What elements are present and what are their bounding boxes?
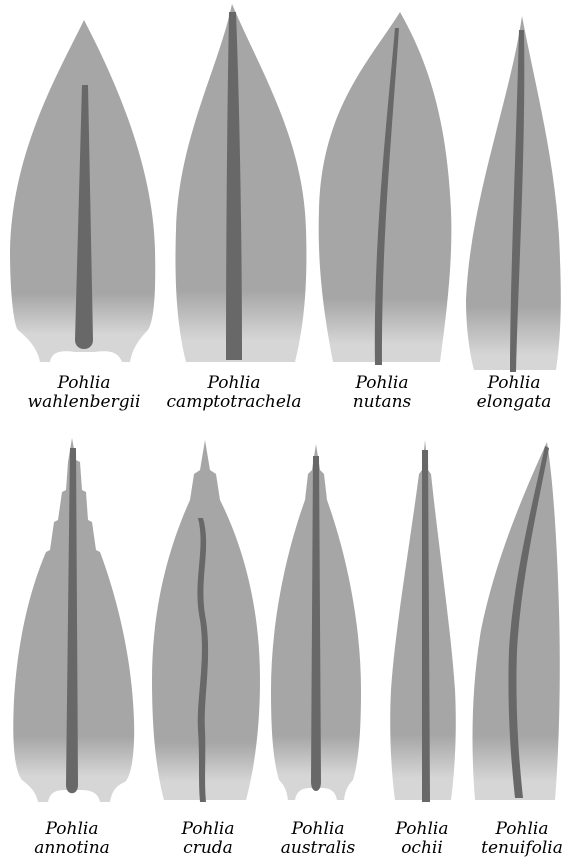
caption-genus: Pohlia <box>477 374 552 393</box>
leaf-australis <box>265 430 375 810</box>
caption-genus: Pohlia <box>167 374 302 393</box>
caption-species: cruda <box>182 839 235 858</box>
caption-species: tenuifolia <box>481 839 563 858</box>
caption-species: camptotrachela <box>167 393 302 412</box>
caption-genus: Pohlia <box>353 374 412 393</box>
caption-tenuifolia: Pohlia tenuifolia <box>481 820 563 858</box>
caption-species: elongata <box>477 393 552 412</box>
caption-wahlenbergii: Pohlia wahlenbergii <box>28 374 141 412</box>
caption-genus: Pohlia <box>481 820 563 839</box>
leaf-nutans <box>315 0 460 370</box>
caption-genus: Pohlia <box>182 820 235 839</box>
caption-australis: Pohlia australis <box>281 820 356 858</box>
caption-species: ochii <box>396 839 449 858</box>
caption-nutans: Pohlia nutans <box>353 374 412 412</box>
leaf-camptotrachela <box>170 0 315 370</box>
caption-elongata: Pohlia elongata <box>477 374 552 412</box>
leaf-elongata <box>460 0 564 375</box>
leaf-ochii <box>375 430 465 810</box>
caption-species: australis <box>281 839 356 858</box>
leaf-annotina <box>0 430 150 810</box>
caption-genus: Pohlia <box>28 374 141 393</box>
caption-species: nutans <box>353 393 412 412</box>
caption-species: wahlenbergii <box>28 393 141 412</box>
leaf-wahlenbergii <box>0 0 170 365</box>
caption-camptotrachela: Pohlia camptotrachela <box>167 374 302 412</box>
caption-annotina: Pohlia annotina <box>34 820 110 858</box>
leaf-cruda <box>150 430 265 810</box>
caption-cruda: Pohlia cruda <box>182 820 235 858</box>
caption-ochii: Pohlia ochii <box>396 820 449 858</box>
leaf-tenuifolia <box>465 430 564 810</box>
caption-genus: Pohlia <box>396 820 449 839</box>
caption-genus: Pohlia <box>34 820 110 839</box>
caption-species: annotina <box>34 839 110 858</box>
caption-genus: Pohlia <box>281 820 356 839</box>
